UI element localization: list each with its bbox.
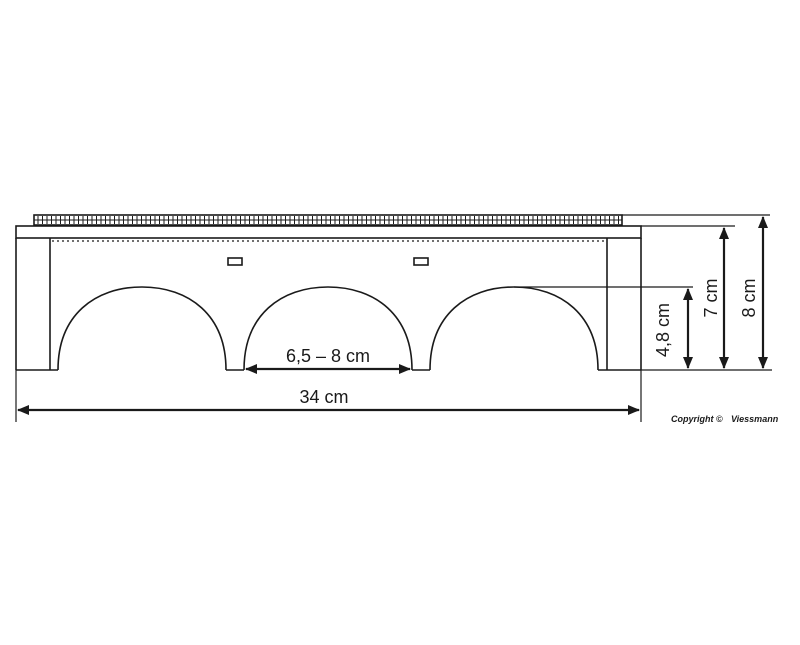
deck-railing	[33, 214, 770, 226]
left-abutment	[15, 238, 58, 371]
window-right	[413, 257, 429, 266]
height-8cm-label: 8 cm	[739, 278, 759, 317]
brand-name: Viessmann	[731, 414, 779, 424]
arch-2	[243, 286, 413, 371]
arch-1	[57, 286, 227, 371]
height-7cm-label: 7 cm	[701, 278, 721, 317]
copyright-text: Copyright ©	[671, 414, 723, 424]
deck-beam	[15, 225, 642, 239]
right-abutment	[598, 238, 642, 371]
total-length-label: 34 cm	[299, 387, 348, 407]
arch-3	[429, 286, 599, 371]
arch-span-label: 6,5 – 8 cm	[286, 346, 370, 366]
window-left	[227, 257, 243, 266]
arch-height-label: 4,8 cm	[653, 303, 673, 357]
